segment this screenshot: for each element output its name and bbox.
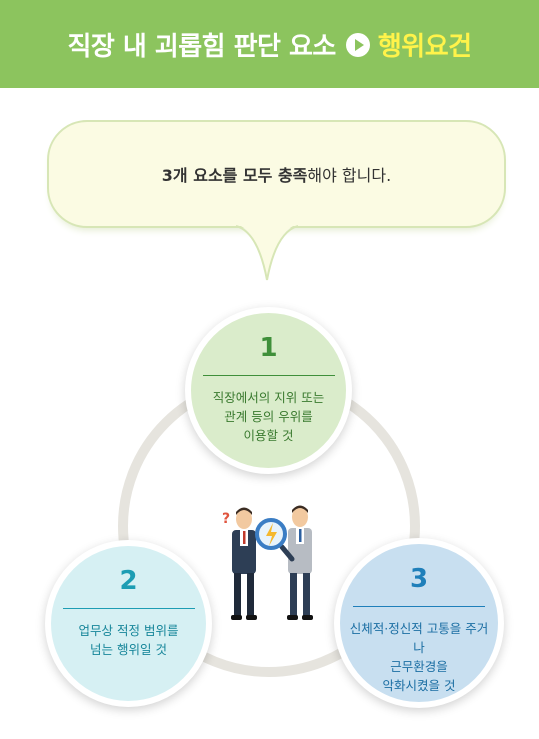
description-line: 근무환경을 (390, 659, 448, 674)
right-man-figure (287, 505, 313, 620)
two-men-magnifying-glass-icon: ? (222, 505, 313, 620)
element-description: 업무상 적정 범위를 넘는 행위일 것 (51, 621, 206, 659)
magnifying-glass-icon (255, 518, 295, 562)
description-line: 업무상 적정 범위를 (78, 623, 179, 638)
description-line: 악화시켰을 것 (382, 678, 456, 693)
header-banner: 직장 내 괴롭힘 판단 요소 행위요건 (0, 0, 539, 88)
divider (353, 606, 485, 607)
bubble-text-rest: 해야 합니다. (307, 166, 392, 185)
element-number: 2 (119, 566, 138, 596)
element-number: 3 (409, 564, 429, 594)
description-line: 넘는 행위일 것 (90, 642, 167, 657)
speech-bubble (47, 120, 506, 228)
description-line: 관계 등의 우위를 (224, 409, 313, 424)
bubble-message: 3개 요소를 모두 충족해야 합니다. (47, 120, 506, 228)
header-title: 직장 내 괴롭힘 판단 요소 (67, 31, 336, 62)
element-number: 1 (259, 333, 278, 363)
description-line: 이용할 것 (243, 428, 294, 443)
speech-bubble-tail (236, 224, 298, 281)
question-mark: ? (222, 511, 230, 527)
element-description: 신체적·정신적 고통을 주거나 근무환경을 악화시켰을 것 (340, 619, 498, 695)
bubble-text-bold: 3개 요소를 모두 충족 (161, 166, 308, 185)
description-line: 직장에서의 지위 또는 (212, 390, 325, 405)
header-title-accent: 행위요건 (377, 31, 472, 62)
element-circle-1: 1 직장에서의 지위 또는 관계 등의 우위를 이용할 것 (185, 307, 352, 474)
description-line: 신체적·정신적 고통을 주거나 (349, 621, 489, 655)
divider (202, 375, 335, 376)
left-man-figure (231, 507, 257, 620)
element-circle-3: 3 신체적·정신적 고통을 주거나 근무환경을 악화시켰을 것 (334, 538, 504, 708)
element-circle-2: 2 업무상 적정 범위를 넘는 행위일 것 (45, 540, 212, 707)
element-description: 직장에서의 지위 또는 관계 등의 우위를 이용할 것 (191, 388, 346, 445)
divider (62, 608, 195, 609)
play-circle-icon (345, 33, 370, 57)
